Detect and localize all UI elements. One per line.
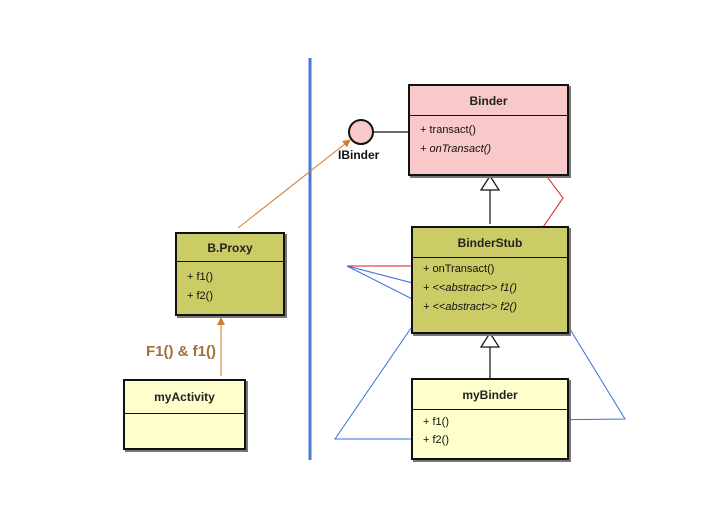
activity-class-title: myActivity	[125, 381, 244, 414]
ibinder-label: IBinder	[338, 148, 380, 162]
proxy-class-title: B.Proxy	[177, 234, 283, 262]
stub-inherits-binder-arrowhead	[479, 174, 501, 191]
ibinder-interface-icon	[348, 119, 374, 145]
proxy-to-ibinder-arrow	[237, 139, 351, 229]
binder-method-ontransact: + onTransact()	[420, 143, 492, 155]
abstract-f2-to-impl-arrow	[334, 311, 432, 443]
stub-method-abstract-f2: + <<abstract>> f2()	[423, 301, 517, 313]
binderstub-class-box: BinderStub + onTransact() + <<abstract>>…	[411, 226, 569, 334]
mybinder-class-box: myBinder + f1() + f2()	[411, 378, 569, 460]
mybinder-method-f1: + f1()	[423, 416, 449, 428]
proxy-class-box: B.Proxy + f1() + f2()	[175, 232, 285, 316]
stub-method-abstract-f1: + <<abstract>> f1()	[423, 282, 517, 294]
call-label: F1() & f1()	[146, 343, 216, 360]
mybinder-inherits-stub-arrowhead	[479, 331, 501, 348]
binder-class-box: Binder + transact() + onTransact()	[408, 84, 569, 176]
activity-class-box: myActivity	[123, 379, 246, 450]
stub-method-ontransact: + onTransact()	[423, 263, 495, 275]
proxy-method-f1: + f1()	[187, 271, 213, 283]
proxy-method-f2: + f2()	[187, 290, 213, 302]
binder-method-transact: + transact()	[420, 124, 476, 136]
mybinder-method-f2: + f2()	[423, 434, 449, 446]
binder-class-title: Binder	[410, 86, 567, 116]
mybinder-class-title: myBinder	[413, 380, 567, 410]
binderstub-class-title: BinderStub	[413, 228, 567, 258]
